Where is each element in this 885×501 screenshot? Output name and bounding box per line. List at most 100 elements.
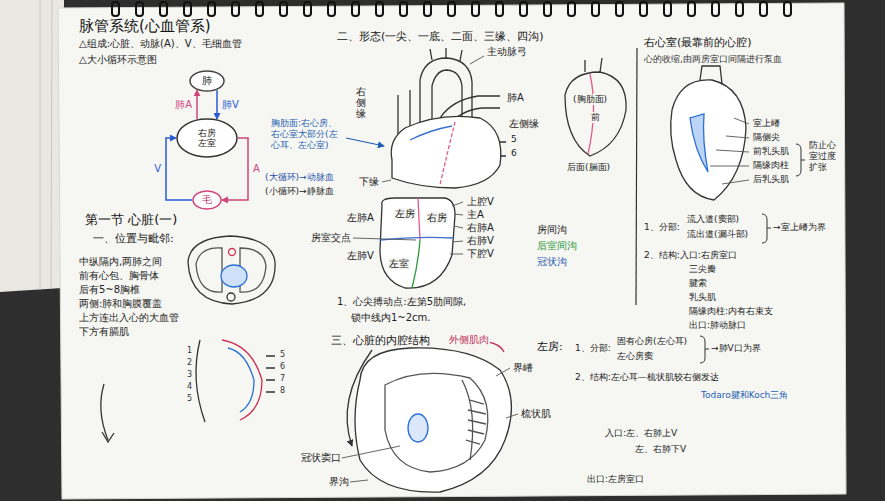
brace — [796, 144, 805, 176]
note-text: 流入道(窦部) — [686, 214, 740, 225]
spiral-binding — [376, 2, 383, 16]
callout-number: 4 — [186, 382, 193, 392]
note-text: 三、心脏的内腔结构 — [330, 334, 431, 347]
note-text: 隔侧尖 — [752, 132, 781, 143]
down-arrow — [101, 384, 114, 442]
note-text: 心的收缩,由两房室口间隔进行泵血 — [643, 54, 783, 65]
node-ellipse — [193, 191, 221, 209]
heart-inner — [355, 348, 511, 492]
spiral-binding — [400, 2, 407, 16]
callout-number: 5 — [510, 134, 518, 145]
callout-number: 8 — [279, 386, 286, 396]
spiral-binding — [448, 2, 455, 16]
right-ventricle — [671, 66, 746, 200]
circulation-node: 右房左室 — [176, 118, 238, 158]
note-text: 1、分部: — [574, 343, 612, 354]
note-text: 腱索 — [688, 278, 708, 289]
note-text: →室上嵴为界 — [772, 222, 827, 233]
heart-inner — [488, 342, 504, 352]
node-text: 右房 — [198, 128, 216, 138]
chest-section — [188, 236, 275, 304]
edge-label: V — [153, 163, 162, 175]
callout-number: 6 — [510, 148, 518, 159]
note-text: 左房: — [536, 340, 564, 353]
note-text: 左侧缘 — [508, 118, 540, 130]
spiral-binding — [112, 2, 791, 16]
node-text: 毛 — [202, 194, 212, 206]
right-ventricle — [690, 114, 708, 172]
note-text: △大小循环示意图 — [78, 54, 158, 66]
note-text: 两侧:肺和胸膜覆盖 — [78, 298, 163, 310]
note-text: 隔缘肉柱 — [752, 160, 790, 171]
note-text: 下腔V — [466, 248, 495, 260]
heart-small — [565, 58, 626, 156]
brace — [700, 336, 709, 363]
sagittal-sketch — [196, 340, 275, 422]
spiral-binding — [208, 2, 215, 16]
chest-section — [229, 249, 236, 256]
callout-number: 1 — [186, 346, 193, 356]
note-text: 中纵隔内,两肺之间 — [78, 256, 163, 268]
note-text: 左心房窦 — [616, 351, 654, 362]
sagittal-sketch — [266, 356, 275, 392]
chest-section — [188, 236, 275, 304]
note-text: 梳状肌 — [520, 408, 552, 420]
spiral-binding — [112, 2, 119, 16]
spiral-binding — [688, 2, 695, 16]
heart-small — [565, 72, 626, 156]
note-text: 室上嵴 — [752, 118, 781, 129]
edge-label: A — [252, 163, 261, 175]
node-ellipse — [190, 71, 224, 91]
leader-line — [382, 180, 391, 182]
sagittal-sketch — [222, 340, 262, 420]
leader-line — [710, 118, 749, 184]
note-text: 冠状窦口 — [300, 452, 342, 464]
spiral-binding — [640, 2, 647, 16]
note-text: 2、结构:入口:右房室口 — [643, 250, 738, 261]
heart-back — [418, 198, 420, 240]
heart-front — [391, 48, 506, 188]
note-text: 主A — [466, 209, 485, 221]
chest-section — [196, 248, 222, 292]
spiral-binding — [616, 2, 623, 16]
chest-section — [221, 265, 247, 287]
leader-line — [342, 56, 749, 482]
note-text: 出口:肺动脉口 — [688, 320, 747, 331]
note-text: 界嵴 — [512, 362, 534, 374]
spiral-binding — [496, 2, 503, 16]
note-text: (大循环)→动脉血 — [264, 172, 335, 183]
note-text: 前有心包、胸骨体 — [78, 270, 160, 282]
edge-label: 肺A — [174, 99, 193, 111]
heart-front — [410, 126, 452, 140]
note-text: 流出道(漏斗部) — [686, 229, 749, 240]
spiral-binding — [136, 2, 143, 16]
heart-inner — [347, 350, 372, 446]
heart-back — [412, 240, 420, 288]
chest-section — [227, 293, 235, 301]
callout-number: 5 — [279, 350, 286, 360]
spiral-binding — [760, 2, 767, 16]
note-text: 一、位置与毗邻: — [92, 232, 175, 245]
note-text: 1、分部: — [643, 222, 681, 233]
brace — [762, 214, 771, 243]
other-book — [0, 0, 64, 292]
spiral-binding — [568, 2, 575, 16]
note-text: 1、心尖搏动点:左第5肋间隙, — [336, 296, 467, 308]
other-book — [40, 0, 52, 290]
note-text: 后面(膈面) — [566, 162, 611, 173]
heart-small — [585, 58, 602, 72]
note-text: 左室 — [388, 258, 410, 270]
note-text: 防止心室过度扩张 — [808, 140, 840, 172]
note-text: 下缘 — [358, 176, 380, 188]
column-divider — [636, 48, 637, 305]
callout-number: 5 — [186, 394, 193, 404]
note-text: 房室交点 — [310, 232, 352, 244]
leader-line — [450, 202, 463, 254]
flow-arrow — [216, 90, 218, 119]
note-text: (小循环)→静脉血 — [264, 186, 335, 197]
heart-back — [380, 198, 455, 288]
note-text: 右侧缘 — [356, 86, 366, 119]
